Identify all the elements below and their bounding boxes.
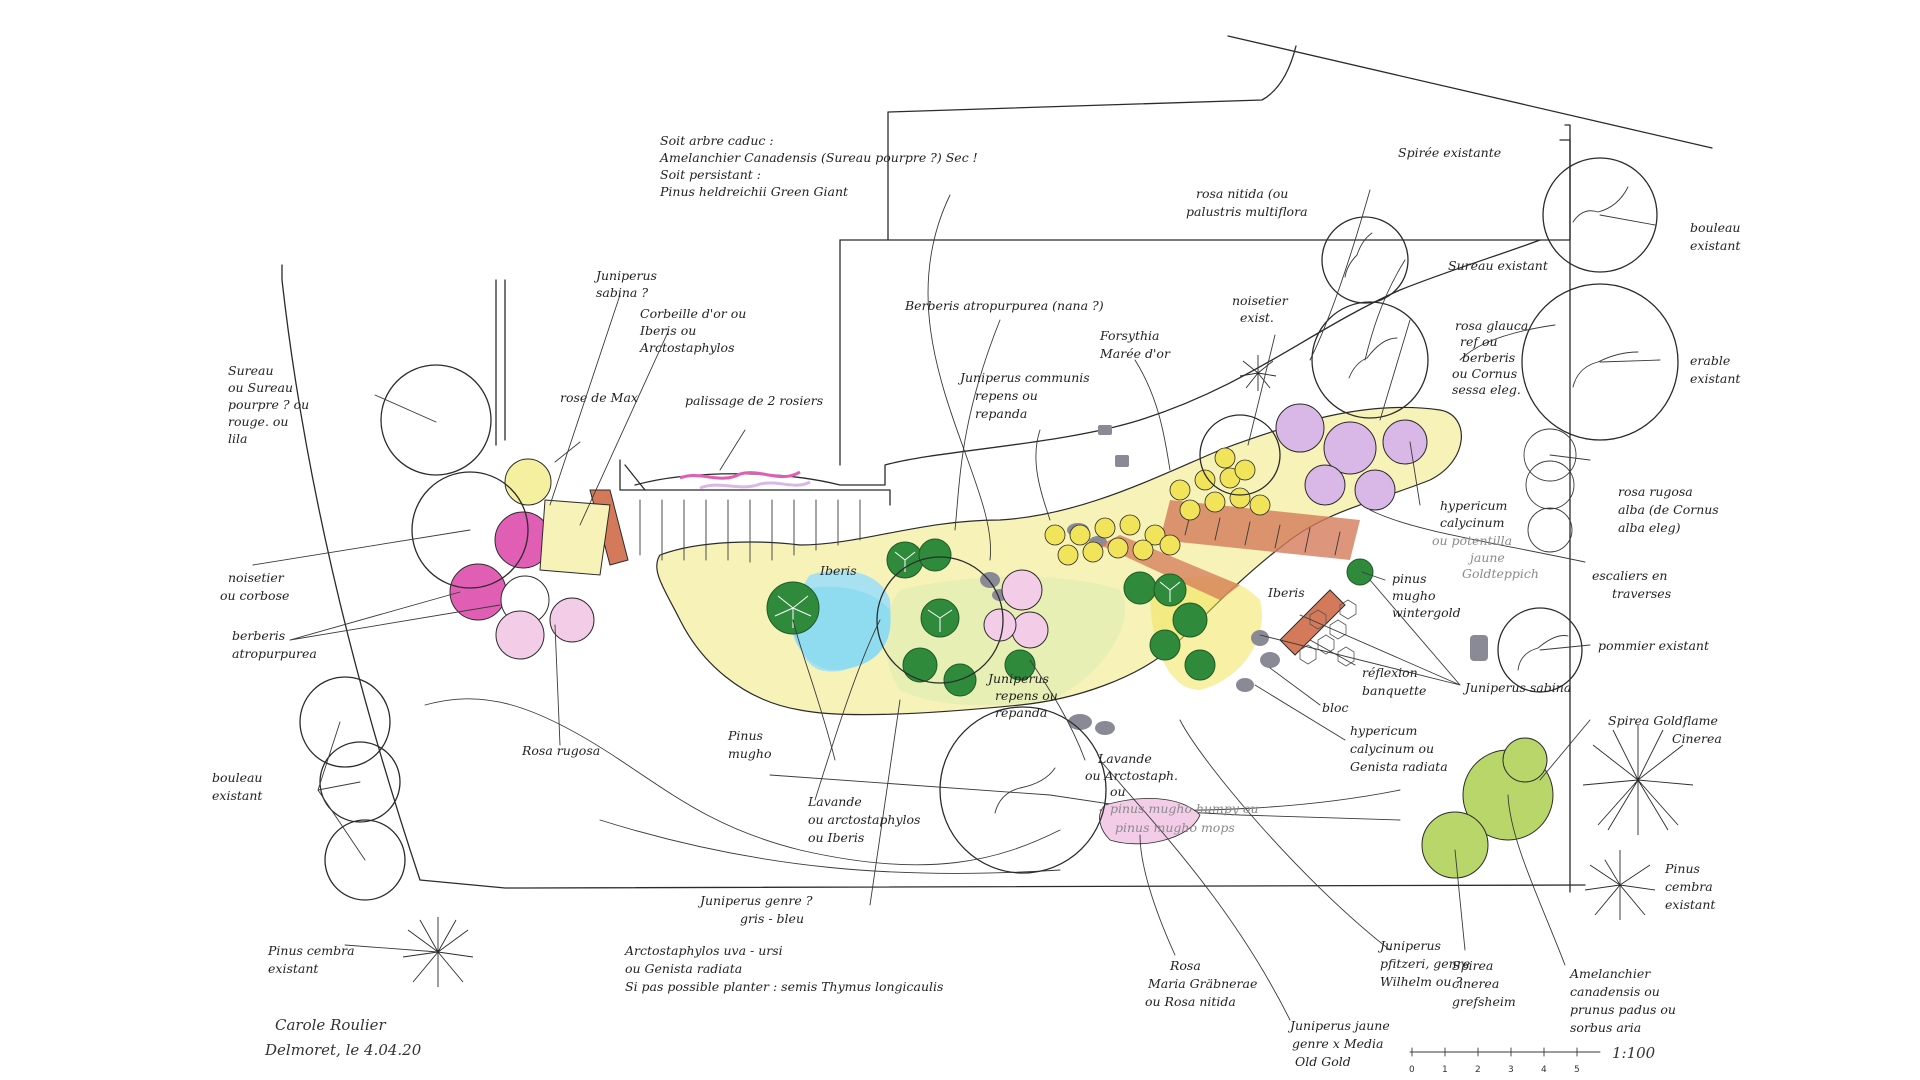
label-rosa-glauca: rosa glauca ref ou berberis ou Cornus se… bbox=[1452, 318, 1532, 397]
label-pinus-mugho-winter: pinus mugho wintergold bbox=[1392, 571, 1461, 620]
label-pommier: pommier existant bbox=[1598, 638, 1710, 653]
label-erable: erable existant bbox=[1690, 353, 1741, 386]
label-potentilla: ou potentilla jaune Goldteppich bbox=[1432, 533, 1539, 581]
plant-masses bbox=[449, 403, 1554, 879]
label-amelanchier: Amelanchier canadensis ou prunus padus o… bbox=[1569, 966, 1680, 1035]
label-spirea-cinerea-bottom: Spirea cinerea grefsheim bbox=[1452, 958, 1516, 1009]
boundary-lines bbox=[281, 35, 1713, 893]
leader-lines bbox=[252, 189, 1661, 1021]
label-palissage: palissage de 2 rosiers bbox=[685, 393, 823, 408]
scale-tick-0: 0 bbox=[1409, 1065, 1415, 1075]
label-sureau: Sureau ou Sureau pourpre ? ou rouge. ou … bbox=[228, 363, 313, 446]
label-rosa-rugosa-alba: rosa rugosa alba (de Cornus alba eleg) bbox=[1618, 484, 1723, 535]
label-spirea-goldflame: Spirea Goldflame Cinerea bbox=[1608, 713, 1722, 746]
label-spiree: Spirée existante bbox=[1398, 145, 1501, 160]
palissage-roses bbox=[679, 470, 811, 490]
label-rose-de-max: rose de Max bbox=[560, 390, 638, 405]
label-juniperus-jaune: Juniperus jaune genre x Media Old Gold bbox=[1287, 1018, 1394, 1069]
deck-boards bbox=[619, 459, 891, 563]
label-lavande-left: Lavande ou arctostaphylos ou Iberis bbox=[807, 794, 924, 845]
label-berberis-nana: Berberis atropurpurea (nana ?) bbox=[904, 298, 1104, 313]
label-iberis-left: Iberis bbox=[819, 563, 857, 578]
scale-tick-5: 5 bbox=[1574, 1065, 1580, 1075]
label-reflexion-banquette: réflexion banquette bbox=[1362, 665, 1426, 698]
label-hypericum: hypericum calycinum bbox=[1440, 498, 1511, 530]
label-bouleau-right: bouleau existant bbox=[1690, 220, 1744, 253]
label-iberis-right: Iberis bbox=[1267, 585, 1305, 600]
label-rosa-nitida: rosa nitida (ou palustris multiflora bbox=[1186, 186, 1308, 219]
label-noisetier-corbose: noisetier ou corbose bbox=[220, 570, 289, 603]
label-lavande-arcto: Lavande ou Arctostaph. ou bbox=[1085, 751, 1182, 799]
label-juniperus-repens: Juniperus repens ou repanda bbox=[985, 671, 1062, 720]
plant-labels: Sureau ou Sureau pourpre ? ou rouge. ou … bbox=[212, 133, 1744, 1069]
scale-tick-3: 3 bbox=[1508, 1065, 1514, 1075]
label-pinus-cembra-left: Pinus cembra existant bbox=[267, 943, 359, 976]
label-hypericum-genista: hypericum calycinum ou Genista radiata bbox=[1350, 723, 1448, 774]
label-escaliers: escaliers en traverses bbox=[1592, 568, 1671, 601]
scale-tick-2: 2 bbox=[1475, 1065, 1481, 1075]
hexagon-paving bbox=[1299, 599, 1357, 667]
label-rosa-maria: Rosa Maria Gräbnerae ou Rosa nitida bbox=[1145, 958, 1261, 1009]
forsythia-dots bbox=[1044, 447, 1271, 566]
plan-date: Delmoret, le 4.04.20 bbox=[264, 1041, 422, 1059]
label-juniperus-sabina: Juniperus sabina ? bbox=[593, 268, 661, 300]
label-noisetier-exist: noisetier exist. bbox=[1232, 293, 1292, 325]
label-juniperus-communis: Juniperus communis repens ou repanda bbox=[957, 370, 1094, 421]
label-juniperus-pfitzer: Juniperus pfitzeri, genre Wilhelm ou ? bbox=[1377, 938, 1474, 989]
label-juniperus-gris: Juniperus genre ? gris - bleu bbox=[697, 893, 816, 926]
label-rosa-rugosa: Rosa rugosa bbox=[521, 743, 600, 758]
label-bloc: bloc bbox=[1322, 700, 1349, 715]
label-pinus-mugho: Pinus mugho bbox=[727, 728, 771, 761]
label-juniperus-sabina-right: Juniperus sabina bbox=[1462, 680, 1571, 695]
trees bbox=[299, 157, 1694, 987]
author-name: Carole Roulier bbox=[275, 1016, 387, 1034]
label-soit-arbre: Soit arbre caduc : Amelanchier Canadensi… bbox=[659, 133, 982, 199]
label-pinus-cembra-right: Pinus cembra existant bbox=[1664, 861, 1717, 912]
shrub-strokes bbox=[774, 551, 1181, 632]
label-berberis-atropurpurea: berberis atropurpurea bbox=[232, 628, 317, 661]
label-forsythia: Forsythia Marée d'or bbox=[1099, 328, 1171, 361]
scale-ratio: 1:100 bbox=[1612, 1044, 1656, 1062]
label-arctostaphylos: Arctostaphylos uva - ursi ou Genista rad… bbox=[624, 943, 943, 994]
scale-tick-1: 1 bbox=[1442, 1065, 1448, 1075]
label-bouleau-left: bouleau existant bbox=[212, 770, 266, 803]
scale-bar: 0 1 2 3 4 5 1:100 bbox=[1409, 1044, 1656, 1075]
label-corbeille-or: Corbeille d'or ou Iberis ou Arctostaphyl… bbox=[639, 306, 750, 355]
label-pinus-mugho-humpy: pinus mugho humpy ou pinus mugho mops bbox=[1110, 801, 1263, 835]
signature-block: Carole Roulier Delmoret, le 4.04.20 bbox=[264, 1016, 422, 1059]
label-sureau-existant: Sureau existant bbox=[1448, 258, 1549, 273]
scale-tick-4: 4 bbox=[1541, 1065, 1547, 1075]
